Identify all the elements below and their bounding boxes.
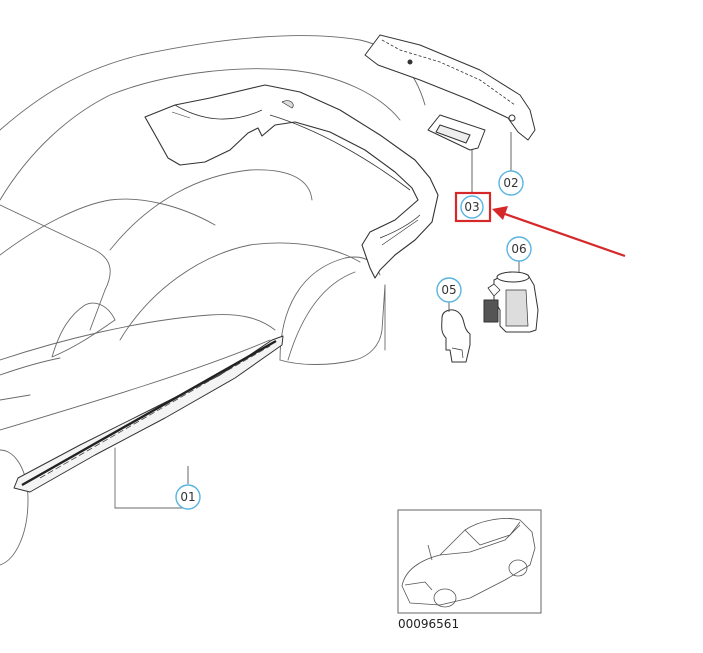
- callout-03[interactable]: 03: [454, 191, 492, 223]
- mirror-shape: [51, 302, 116, 358]
- callout-label: 03: [464, 200, 479, 214]
- quarter-panel-line: [119, 242, 361, 341]
- bumper-upper-edge: [174, 104, 263, 120]
- housing-part: [483, 271, 539, 333]
- callout-label: 02: [503, 176, 518, 190]
- rear-lower-body: [279, 284, 386, 365]
- bumper-slot: [171, 111, 191, 119]
- rear-panel-body: [364, 34, 536, 141]
- front-lower-line: [0, 394, 31, 401]
- thumbnail-beltline: [439, 524, 521, 556]
- callout-circle: [436, 277, 462, 303]
- leader-lines: [187, 132, 520, 484]
- rear-panel-part: [364, 34, 536, 141]
- wheel-arch-outer: [279, 256, 381, 361]
- rear-bumper: [144, 84, 439, 279]
- callout-01[interactable]: 01: [175, 484, 201, 510]
- bracket-inner: [435, 124, 471, 144]
- thumbnail-car: [401, 518, 536, 608]
- callout-label: 05: [441, 283, 456, 297]
- callout-circle: [460, 195, 484, 219]
- car-body-outline: [0, 35, 426, 566]
- highlight-arrow: [492, 206, 626, 258]
- reference-number: 00096561: [398, 617, 459, 631]
- thumbnail-headlight: [404, 581, 433, 591]
- rear-window-line: [0, 68, 401, 201]
- rear-panel-clip: [407, 59, 413, 65]
- rear-panel-detail: [381, 39, 516, 106]
- bumper-reflector-line: [379, 214, 421, 239]
- rear-panel-clip: [508, 114, 516, 122]
- side-skirt: [13, 335, 284, 493]
- bumper-cover: [144, 84, 439, 279]
- skirt-ribs: [39, 345, 271, 479]
- skirt-edge: [21, 339, 277, 487]
- window-top-line: [109, 169, 313, 251]
- belt-line: [0, 314, 276, 361]
- callout-label: 01: [180, 490, 195, 504]
- callout-circle: [175, 484, 201, 510]
- callout-circle: [498, 170, 524, 196]
- bumper-top-surface: [269, 114, 411, 191]
- clip-part: [441, 309, 471, 363]
- thumbnail-mirror: [427, 544, 433, 561]
- thumbnail-body: [401, 518, 536, 606]
- callout-label: 06: [511, 242, 526, 256]
- clip-body: [441, 309, 471, 363]
- wheel-arch-inner: [287, 271, 356, 361]
- thumbnail-front-wheel: [433, 588, 457, 608]
- c-pillar-line: [0, 198, 216, 256]
- side-window-line: [0, 204, 111, 331]
- bracket-part: [427, 114, 486, 151]
- bumper-reflector: [381, 219, 419, 246]
- housing-top: [496, 271, 530, 283]
- thumbnail-rear-wheel: [508, 559, 528, 577]
- callout-02[interactable]: 02: [498, 170, 524, 196]
- callout-06[interactable]: 06: [506, 236, 532, 262]
- thumbnail-window: [464, 521, 521, 546]
- rocker-line: [0, 339, 271, 431]
- housing-tab: [487, 283, 501, 297]
- arrow-head: [492, 206, 508, 220]
- bumper-sensor-hole: [281, 100, 294, 109]
- housing-connector: [483, 299, 499, 323]
- callout-05[interactable]: 05: [436, 277, 462, 303]
- clip-detail: [451, 347, 464, 359]
- arrow-shaft: [501, 211, 626, 258]
- thumbnail-panel: 00096561: [397, 509, 542, 631]
- callout-circle: [506, 236, 532, 262]
- front-fender-line: [0, 357, 61, 376]
- housing-window: [505, 289, 529, 327]
- front-wheel-arch: [0, 449, 29, 566]
